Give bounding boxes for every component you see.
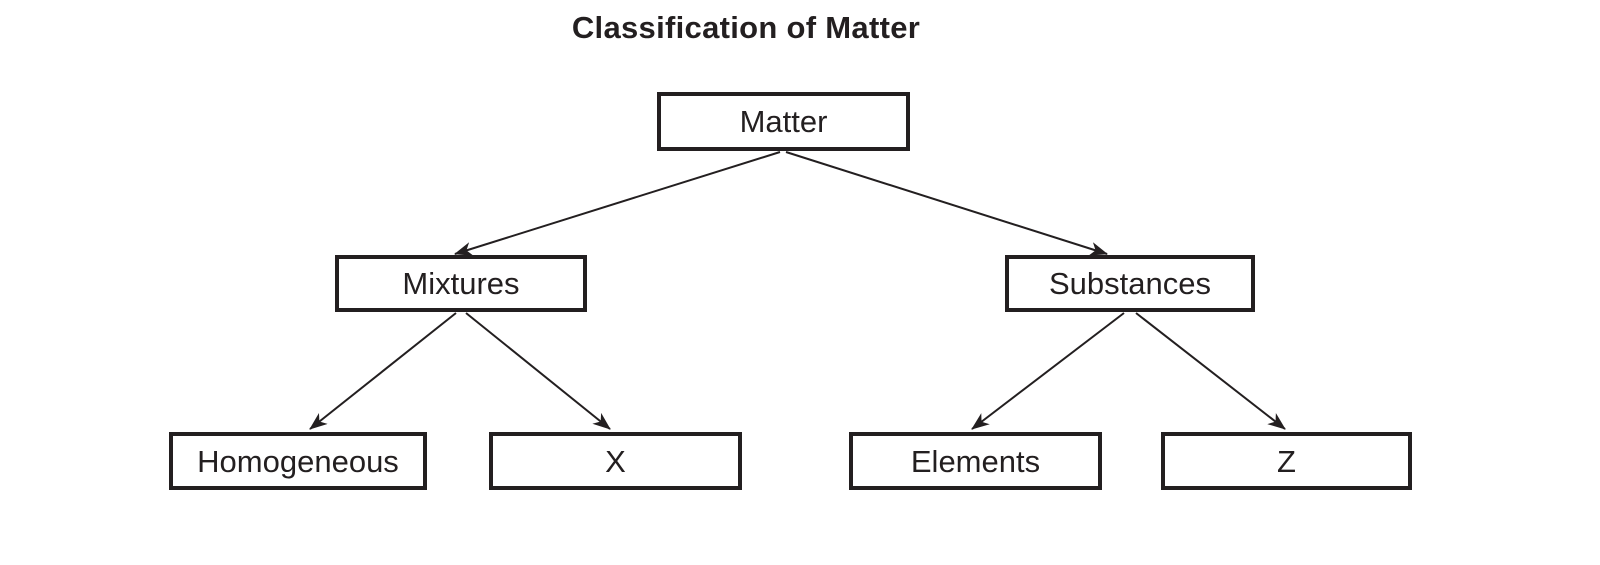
diagram-title: Classification of Matter <box>571 10 921 45</box>
node-x: X <box>489 432 742 490</box>
edge-matter-mixtures <box>454 151 781 256</box>
node-elements: Elements <box>849 432 1102 490</box>
edge-mixtures-homogeneous <box>309 312 457 430</box>
edge-substances-z <box>1135 312 1286 430</box>
node-substances: Substances <box>1005 255 1255 312</box>
edge-mixtures-x <box>465 312 611 430</box>
edge-substances-elements <box>971 312 1125 430</box>
node-matter: Matter <box>657 92 910 151</box>
node-homogeneous: Homogeneous <box>169 432 427 490</box>
node-z: Z <box>1161 432 1412 490</box>
edge-matter-substances <box>785 151 1108 256</box>
node-mixtures: Mixtures <box>335 255 587 312</box>
